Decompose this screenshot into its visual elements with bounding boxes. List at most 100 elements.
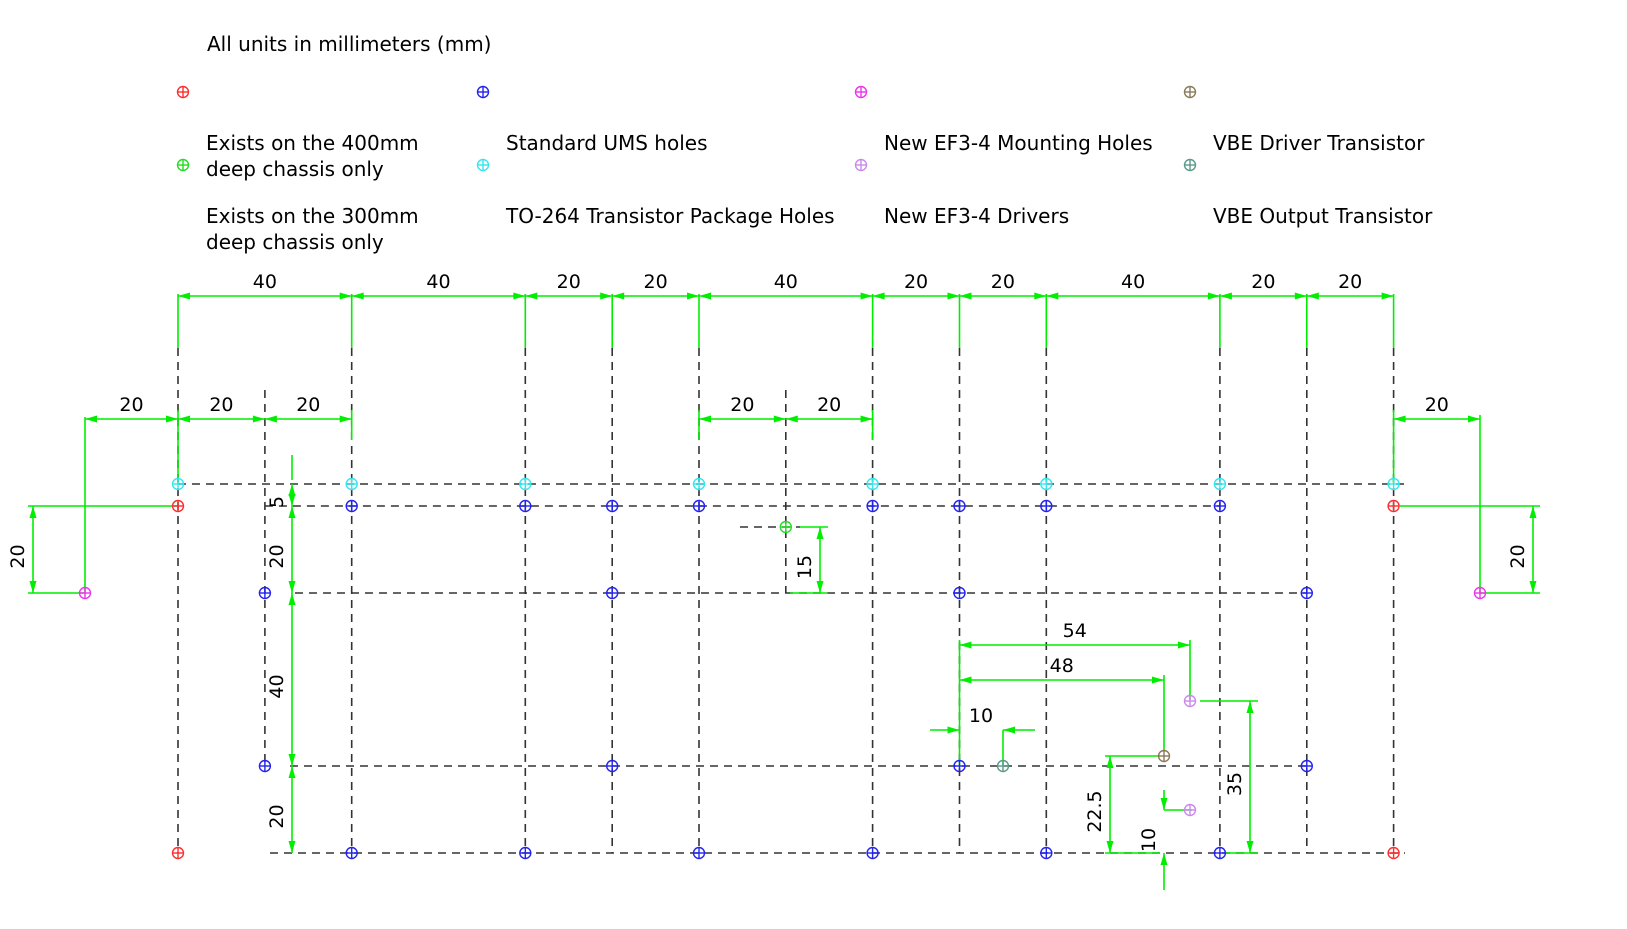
lilac-hole-symbol-icon <box>854 158 868 172</box>
arrowhead <box>351 292 364 300</box>
dimension-label: 20 <box>296 394 320 416</box>
arrowhead <box>1306 292 1319 300</box>
arrowhead <box>1294 292 1307 300</box>
arrowhead <box>264 415 277 423</box>
blue-hole <box>692 846 706 860</box>
dimension-label: 40 <box>266 674 288 698</box>
legend-label-teal: VBE Output Transistor <box>1213 204 1433 228</box>
arrowhead <box>959 676 972 684</box>
arrowhead <box>773 415 786 423</box>
arrowhead <box>699 292 711 300</box>
dimension-label: 20 <box>266 804 288 828</box>
blue-hole <box>606 586 619 600</box>
dimension-label: 20 <box>209 394 233 416</box>
dimension-label: 20 <box>817 394 841 416</box>
arrowhead <box>947 726 960 734</box>
arrowhead <box>687 292 699 300</box>
cyan-hole <box>519 477 532 491</box>
arrowhead <box>288 506 296 518</box>
legend-label-magenta: New EF3-4 Mounting Holes <box>884 131 1153 155</box>
arrowhead <box>339 415 352 423</box>
arrowhead <box>252 415 265 423</box>
red-hole-symbol-icon <box>176 85 190 99</box>
dimension-label: 20 <box>1425 394 1449 416</box>
lilac-hole <box>1183 694 1197 708</box>
blue-hole <box>1300 586 1314 600</box>
teal-hole-symbol-icon <box>1183 158 1197 172</box>
arrowhead <box>1246 701 1254 713</box>
blue-hole <box>1213 846 1227 860</box>
legend-label-red: Exists on the 400mm deep chassis only <box>206 131 419 181</box>
arrowhead <box>1034 292 1047 300</box>
arrowhead <box>785 415 798 423</box>
arrowhead <box>1106 756 1114 768</box>
arrowhead <box>1160 853 1168 865</box>
blue-hole <box>1300 759 1314 773</box>
hole-markers <box>78 477 1487 860</box>
legend-label-cyan: TO-264 Transistor Package Holes <box>506 204 835 228</box>
arrowhead <box>178 292 190 300</box>
cyan-hole <box>1040 477 1053 491</box>
arrowhead <box>288 766 296 778</box>
blue-hole <box>1213 499 1227 513</box>
arrowhead <box>816 527 824 539</box>
magenta-hole <box>78 586 92 600</box>
arrowhead <box>525 292 538 300</box>
cyan-hole <box>345 477 358 491</box>
legend-item-teal: VBE Output Transistor <box>1183 151 1433 229</box>
blue-hole <box>1040 499 1053 513</box>
dimension-label: 10 <box>969 705 993 727</box>
arrowhead <box>699 415 711 423</box>
red-hole <box>171 846 185 860</box>
blue-hole <box>258 759 272 773</box>
arrowhead <box>513 292 526 300</box>
blue-hole-symbol-icon <box>476 85 490 99</box>
red-hole <box>171 499 185 513</box>
cyan-hole <box>171 477 185 491</box>
arrowhead <box>1529 506 1537 518</box>
dimension-label: 40 <box>426 271 450 293</box>
arrowhead <box>178 415 190 423</box>
cyan-hole <box>1213 477 1227 491</box>
arrowhead <box>860 415 873 423</box>
dimension-lines <box>28 292 1540 890</box>
magenta-hole-symbol-icon <box>854 85 868 99</box>
dimension-label: 35 <box>1224 772 1246 796</box>
arrowhead <box>1106 841 1114 853</box>
blue-hole <box>606 499 619 513</box>
magenta-hole <box>1473 586 1487 600</box>
legend-item-blue: Standard UMS holes <box>476 78 708 156</box>
arrowhead <box>1381 292 1394 300</box>
arrowhead <box>959 292 972 300</box>
arrowhead <box>860 292 873 300</box>
blue-hole <box>345 499 358 513</box>
dimension-label: 54 <box>1063 620 1087 642</box>
green-hole-symbol-icon <box>176 158 190 172</box>
arrowhead <box>1468 415 1480 423</box>
blue-hole <box>1040 846 1053 860</box>
arrowhead <box>166 415 178 423</box>
arrowhead <box>339 292 352 300</box>
legend-item-red: Exists on the 400mm deep chassis only <box>176 78 419 182</box>
arrowhead <box>288 494 296 506</box>
dimension-label: 20 <box>991 271 1015 293</box>
legend-item-green: Exists on the 300mm deep chassis only <box>176 151 419 255</box>
blue-hole <box>953 759 966 773</box>
arrowhead <box>288 484 296 496</box>
legend-label-lilac: New EF3-4 Drivers <box>884 204 1070 228</box>
arrowhead <box>1046 292 1059 300</box>
dimension-label: 40 <box>1121 271 1145 293</box>
cyan-hole <box>866 477 879 491</box>
legend-label-blue: Standard UMS holes <box>506 131 708 155</box>
arrowhead <box>1160 798 1168 810</box>
cyan-hole <box>1387 477 1400 491</box>
brown-hole-symbol-icon <box>1183 85 1197 99</box>
dimension-label: 48 <box>1050 655 1074 677</box>
arrowhead <box>947 292 960 300</box>
arrowhead <box>85 415 97 423</box>
dimension-label: 20 <box>119 394 143 416</box>
brown-hole <box>1157 749 1171 763</box>
arrowhead <box>959 641 972 649</box>
